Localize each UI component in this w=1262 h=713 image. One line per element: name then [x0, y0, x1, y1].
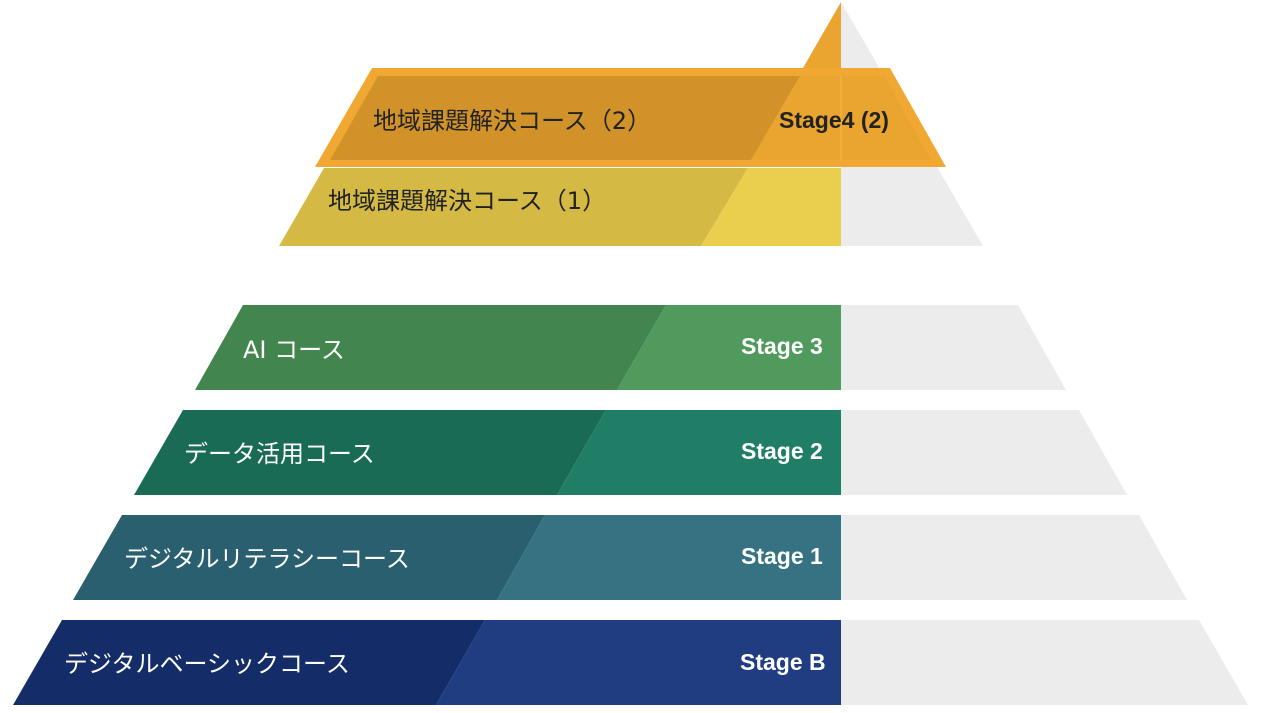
stage-label-2: Stage 2	[741, 438, 823, 464]
tier-stageb-light	[436, 620, 841, 705]
stage-label-4: Stage4 (2)	[779, 107, 889, 133]
stage-label-1: Stage 1	[741, 543, 823, 569]
tier-stage2-light	[557, 410, 841, 495]
tier-stage2-dark	[134, 410, 606, 495]
stage-label-b: Stage B	[740, 649, 826, 675]
course-label-regional-1: 地域課題解決コース（1）	[328, 187, 607, 215]
course-label-basic: デジタルベーシックコース	[64, 650, 350, 678]
course-label-ai: AI コース	[243, 336, 345, 364]
tier-regional-1-light	[701, 168, 841, 246]
tier-stage3-light	[617, 305, 841, 390]
tier-stage2-shadow	[841, 410, 1127, 495]
stage-label-3: Stage 3	[741, 333, 823, 359]
tier-stage3-shadow	[841, 305, 1066, 390]
course-label-regional-2: 地域課題解決コース（2）	[373, 107, 652, 135]
tier-regional-1-dark	[279, 168, 748, 246]
tier-stage1-shadow	[841, 515, 1187, 600]
course-label-literacy: デジタルリテラシーコース	[124, 545, 410, 573]
tier-stageb-dark	[13, 620, 485, 705]
tier-stage1-dark	[73, 515, 545, 600]
tier-stage3-dark	[195, 305, 666, 390]
course-label-data: データ活用コース	[184, 440, 375, 468]
tier-stage1-light	[497, 515, 841, 600]
tier-regional-2-dark	[330, 76, 800, 160]
tier-apex	[803, 2, 841, 68]
tier-stageb-shadow	[841, 620, 1248, 705]
